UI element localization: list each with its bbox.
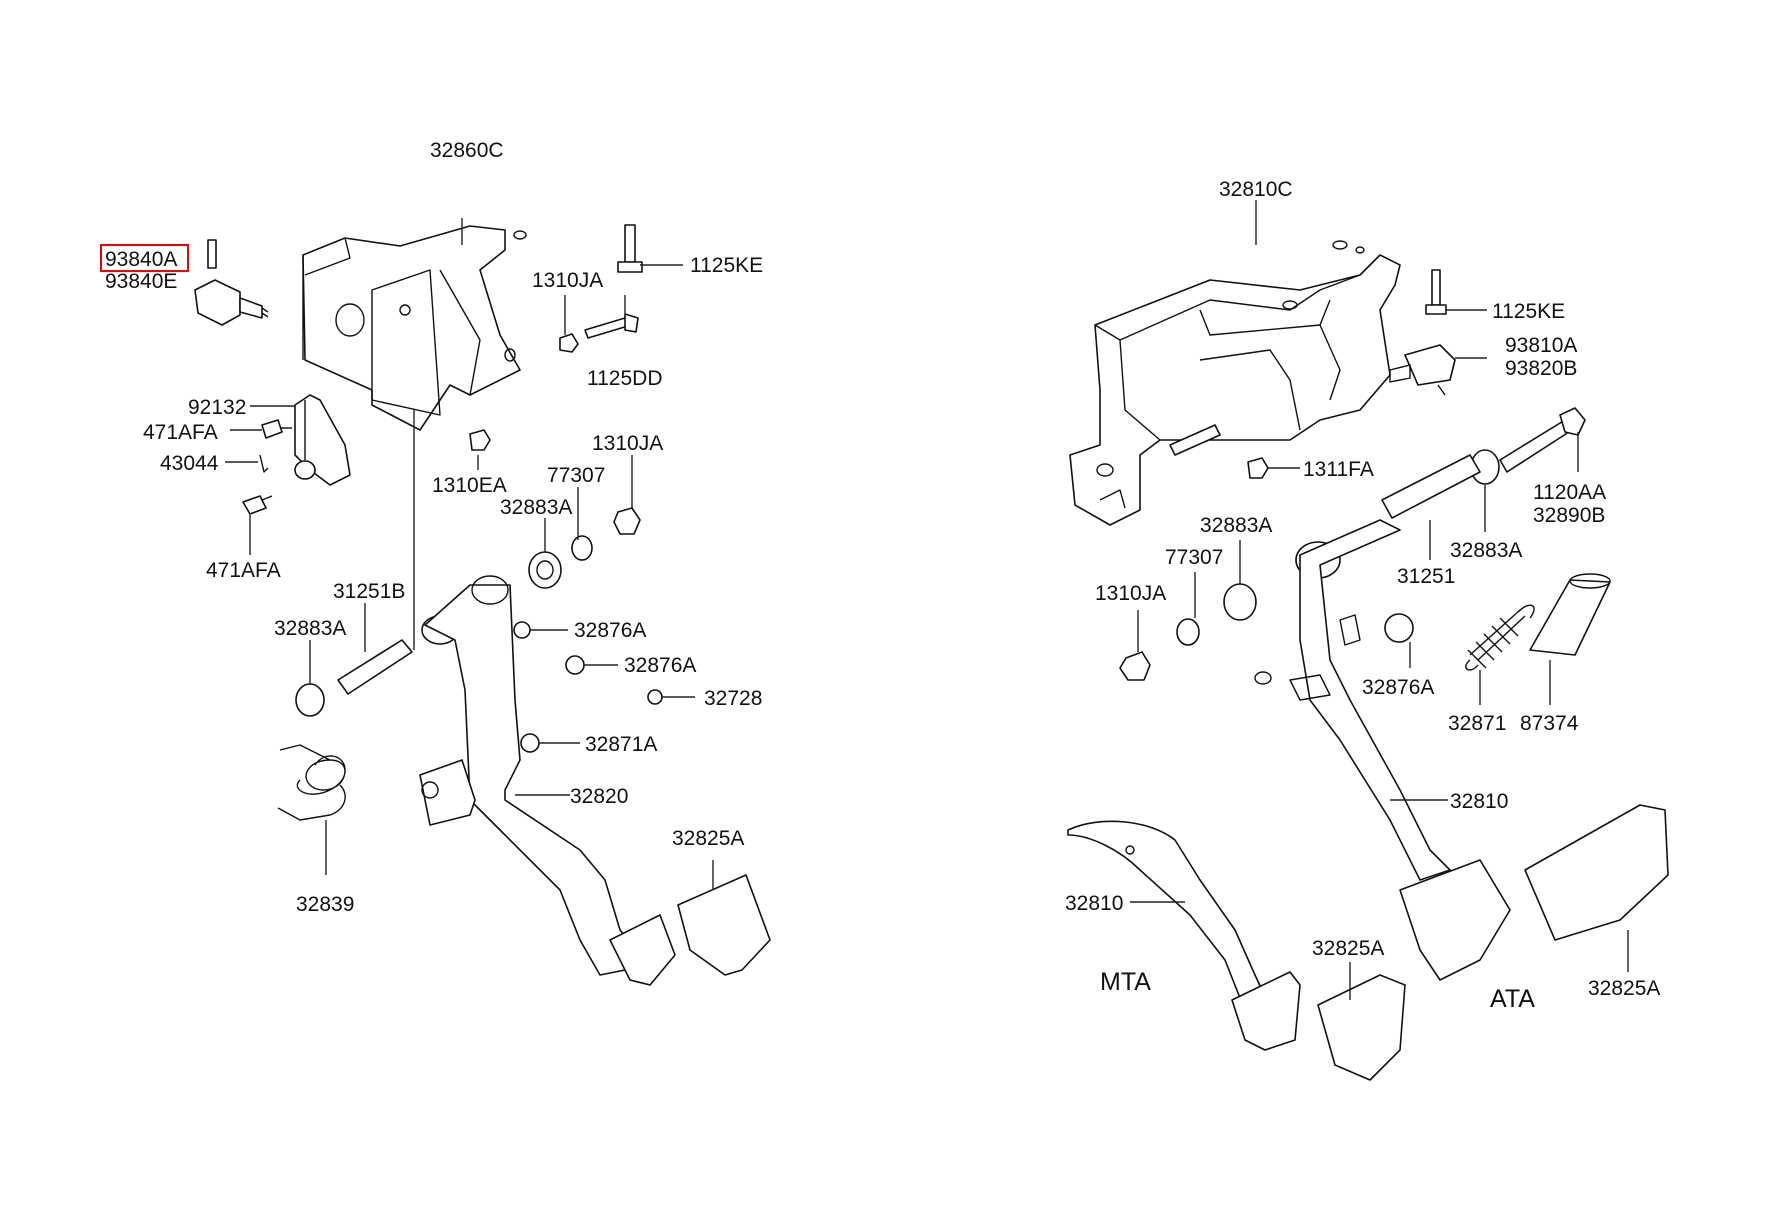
highlight-box-93840A <box>100 244 189 272</box>
label-32825A-mid[interactable]: 32825A <box>1312 937 1384 960</box>
label-32876A-a[interactable]: 32876A <box>574 619 646 642</box>
shaft-31251B[interactable] <box>337 639 413 695</box>
nut-1310JA-mid[interactable] <box>613 507 641 535</box>
label-93810A[interactable]: 93810A <box>1505 334 1577 357</box>
pedal-pad-32825A-left[interactable] <box>677 874 771 976</box>
bushing-32871A[interactable] <box>520 733 540 753</box>
leader-lines <box>225 200 1629 1000</box>
label-32810-mta[interactable]: 32810 <box>1065 892 1123 915</box>
label-32825A-left[interactable]: 32825A <box>672 827 744 850</box>
label-32883A-r1[interactable]: 32883A <box>1200 514 1272 537</box>
pin-87374[interactable] <box>1529 573 1611 656</box>
clutch-pedal-32820[interactable] <box>419 575 676 986</box>
label-32860C[interactable]: 32860C <box>430 139 504 162</box>
label-93840E[interactable]: 93840E <box>105 270 177 293</box>
label-32876A-b[interactable]: 32876A <box>624 654 696 677</box>
pedal-bracket-32860C[interactable] <box>302 225 527 431</box>
bolt-1125KE-left[interactable] <box>617 224 643 273</box>
label-31251[interactable]: 31251 <box>1397 565 1455 588</box>
label-32810[interactable]: 32810 <box>1450 790 1508 813</box>
label-1311FA[interactable]: 1311FA <box>1303 458 1374 481</box>
switch-93810A[interactable] <box>1389 344 1456 396</box>
stop-lamp-switch[interactable] <box>194 239 269 326</box>
label-31251B[interactable]: 31251B <box>333 580 405 603</box>
shaft-31251[interactable] <box>1381 454 1481 519</box>
label-1125KE-left[interactable]: 1125KE <box>690 254 763 277</box>
pedal-bracket-32810C[interactable] <box>1069 240 1401 526</box>
pedal-pad-32825A-mid[interactable] <box>1317 974 1406 1081</box>
switch-bracket-92132[interactable] <box>294 394 351 486</box>
stopper-32876A-b[interactable] <box>565 655 585 675</box>
label-93820B[interactable]: 93820B <box>1505 357 1577 380</box>
label-93840A[interactable]: 93840A <box>105 248 177 271</box>
return-spring-32839[interactable] <box>277 744 346 821</box>
label-1120AA[interactable]: 1120AA <box>1533 481 1606 504</box>
label-1310JA-right[interactable]: 1310JA <box>1095 582 1166 605</box>
label-32839[interactable]: 32839 <box>296 893 354 916</box>
label-92132[interactable]: 92132 <box>188 396 246 419</box>
nut-1310EA[interactable] <box>469 429 491 451</box>
nut-1310JA-top[interactable] <box>559 333 579 353</box>
nut-1311FA[interactable] <box>1247 457 1269 479</box>
brake-pedal-32810[interactable] <box>1254 519 1511 981</box>
stopper-32876A-a[interactable] <box>513 621 531 639</box>
washer-77307-right[interactable] <box>1176 618 1200 646</box>
bolt-1125KE-right[interactable] <box>1425 269 1447 315</box>
label-32871[interactable]: 32871 <box>1448 712 1506 735</box>
label-32883A-r2[interactable]: 32883A <box>1450 539 1522 562</box>
label-32876A-right[interactable]: 32876A <box>1362 676 1434 699</box>
spring-32871[interactable] <box>1465 604 1535 671</box>
bushing-32883A-r1[interactable] <box>1223 583 1257 621</box>
spring-pin-43044[interactable] <box>259 454 269 473</box>
label-43044[interactable]: 43044 <box>160 452 219 475</box>
bolt-1120AA[interactable] <box>1499 407 1586 473</box>
label-87374[interactable]: 87374 <box>1520 712 1579 735</box>
label-32825A-right[interactable]: 32825A <box>1588 977 1660 1000</box>
label-32883A-upper[interactable]: 32883A <box>500 496 572 519</box>
label-77307-left[interactable]: 77307 <box>547 464 605 487</box>
label-471AFA-bottom[interactable]: 471AFA <box>206 559 281 582</box>
bolt-1125DD[interactable] <box>584 313 639 339</box>
mta-pedal-arm-32810[interactable] <box>1067 820 1301 1051</box>
label-32871A[interactable]: 32871A <box>585 733 657 756</box>
bolt-471AFA-top[interactable] <box>261 419 292 439</box>
label-471AFA-top[interactable]: 471AFA <box>143 421 218 444</box>
bushing-32883A-upper[interactable] <box>528 551 562 589</box>
washer-77307-left[interactable] <box>571 535 593 561</box>
bushing-32883A-lower[interactable] <box>295 683 325 717</box>
label-1310EA[interactable]: 1310EA <box>432 474 507 497</box>
label-32883A-lower[interactable]: 32883A <box>274 617 346 640</box>
stopper-32728[interactable] <box>647 689 663 705</box>
label-MTA: MTA <box>1100 968 1151 996</box>
label-32728[interactable]: 32728 <box>704 687 762 710</box>
bolt-471AFA-bottom[interactable] <box>242 495 273 515</box>
nut-1310JA-right[interactable] <box>1119 651 1151 681</box>
label-1310JA-top[interactable]: 1310JA <box>532 269 603 292</box>
label-32810C[interactable]: 32810C <box>1219 178 1293 201</box>
label-1310JA-mid[interactable]: 1310JA <box>592 432 663 455</box>
label-32820[interactable]: 32820 <box>570 785 628 808</box>
label-32890B[interactable]: 32890B <box>1533 504 1605 527</box>
label-1125DD[interactable]: 1125DD <box>587 367 663 390</box>
pedal-pad-32825A-right[interactable] <box>1524 804 1669 941</box>
label-ATA: ATA <box>1490 985 1535 1013</box>
stopper-32876A-right[interactable] <box>1384 613 1414 643</box>
part-labels: 93840A 93840E 32860C 1125KE 1310JA 1125D… <box>100 139 1660 1013</box>
label-77307-right[interactable]: 77307 <box>1165 546 1223 569</box>
label-1125KE-right[interactable]: 1125KE <box>1492 300 1565 323</box>
